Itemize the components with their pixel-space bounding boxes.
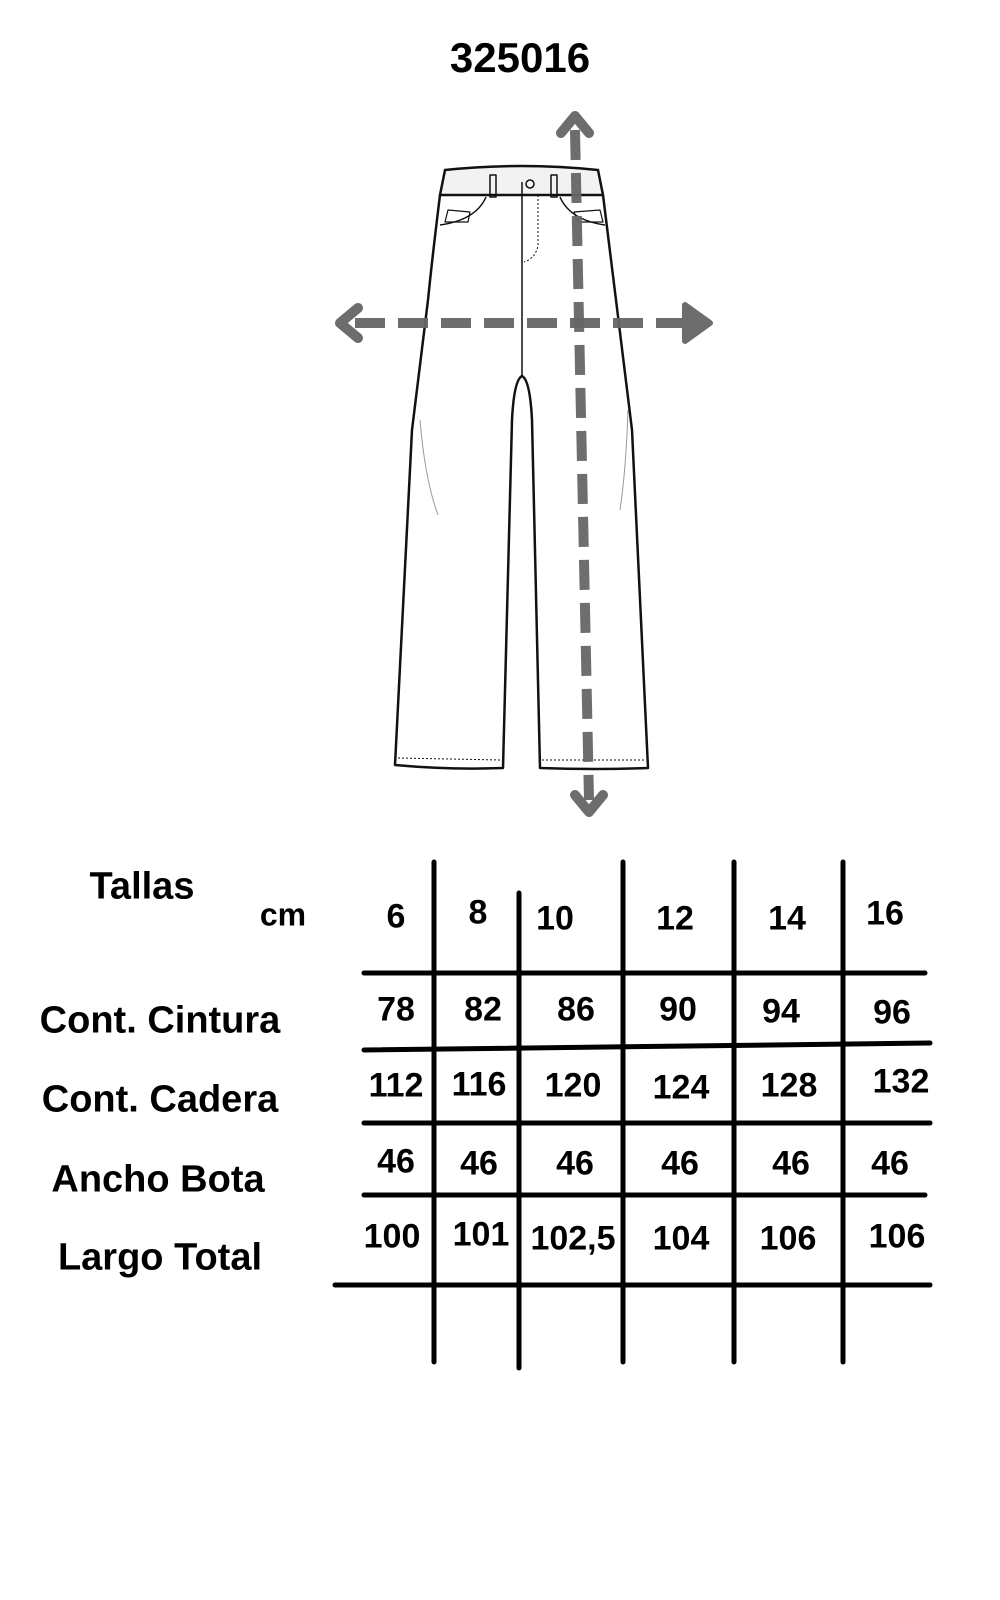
table-cell: 46	[871, 1144, 909, 1183]
table-cell: 78	[377, 990, 415, 1029]
row-label-hem-width: Ancho Bota	[51, 1158, 265, 1201]
sizes-header-label: Tallas	[89, 865, 195, 908]
size-table-grid	[332, 859, 933, 1371]
size-header: 8	[468, 893, 488, 932]
table-cell: 102,5	[530, 1219, 616, 1258]
size-header: 10	[536, 899, 574, 938]
table-cell: 90	[659, 990, 697, 1029]
table-cell: 46	[460, 1144, 498, 1183]
table-cell: 96	[873, 993, 911, 1032]
product-code-title: 325016	[449, 34, 591, 81]
table-cell: 104	[652, 1219, 710, 1258]
size-header: 14	[768, 899, 806, 938]
table-cell: 82	[464, 990, 502, 1029]
row-label-waist: Cont. Cintura	[39, 999, 281, 1042]
table-cell: 94	[762, 992, 800, 1031]
pants-drawing	[393, 164, 650, 771]
table-cell: 106	[868, 1217, 926, 1256]
row-label-hip: Cont. Cadera	[41, 1078, 279, 1121]
unit-label: cm	[259, 896, 307, 933]
table-cell: 128	[760, 1066, 818, 1105]
row-label-total-length: Largo Total	[57, 1236, 263, 1279]
table-cell: 116	[451, 1065, 507, 1104]
table-cell: 101	[452, 1215, 510, 1254]
width-arrow	[335, 302, 713, 344]
table-cell: 100	[363, 1217, 421, 1256]
size-header: 12	[656, 899, 694, 938]
table-cell: 106	[759, 1219, 817, 1258]
size-header: 6	[386, 897, 406, 936]
table-cell: 46	[377, 1142, 415, 1181]
size-header: 16	[866, 894, 904, 933]
table-cell: 132	[872, 1062, 930, 1101]
table-cell: 124	[652, 1068, 710, 1107]
table-cell: 112	[368, 1066, 424, 1105]
table-cell: 46	[772, 1144, 810, 1183]
length-arrow	[556, 111, 608, 817]
table-cell: 120	[544, 1066, 602, 1105]
table-cell: 86	[557, 990, 595, 1029]
table-cell: 46	[556, 1144, 594, 1183]
table-cell: 46	[661, 1144, 699, 1183]
